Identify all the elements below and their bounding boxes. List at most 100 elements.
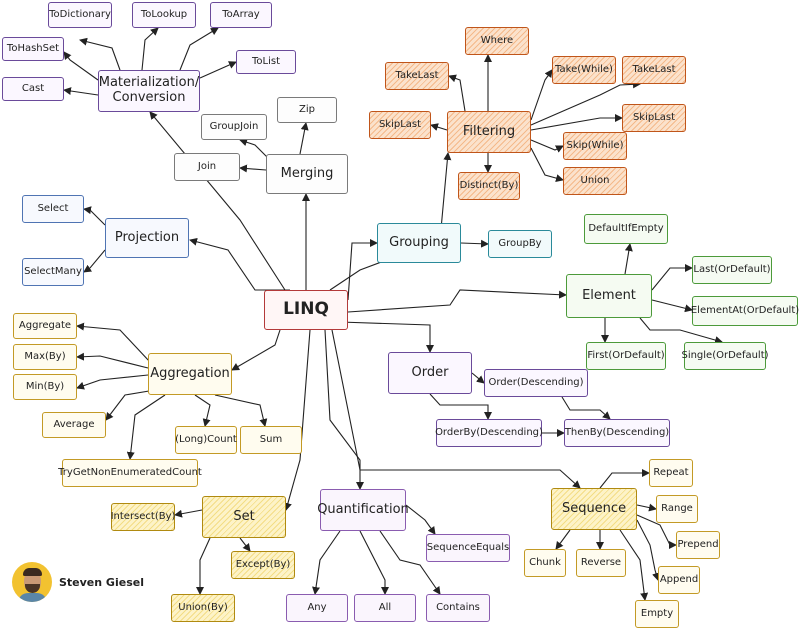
avatar [12, 562, 52, 602]
node-quantification: Quantification [317, 489, 409, 531]
node-order-descending: Order(Descending) [484, 369, 588, 397]
edge-element-elementat [651, 299, 693, 313]
node-projection: Projection [105, 218, 189, 258]
node-order-by-descending: OrderBy(Descending) [435, 419, 543, 447]
node-reverse: Reverse [576, 549, 626, 577]
node-filtering: Filtering [447, 111, 531, 153]
edge-agg-trygetcount [126, 394, 166, 460]
edge-linq-aggregation [231, 329, 281, 371]
node-element: Element [566, 274, 652, 318]
node-sequence: Sequence [551, 488, 637, 530]
edge-quant-all [359, 530, 389, 595]
node-merging: Merging [266, 154, 348, 194]
edge-element-last [651, 264, 693, 291]
node-group-by: GroupBy [488, 230, 552, 258]
node-first: First(OrDefault) [586, 342, 666, 370]
edge-seq-append [636, 519, 660, 581]
edge-set-union [196, 537, 211, 595]
node-any: Any [286, 594, 348, 622]
node-to-dictionary: ToDictionary [48, 2, 112, 28]
node-range: Range [656, 495, 698, 523]
node-distinct: Distinct(By) [458, 172, 520, 200]
node-skip-last-2: SkipLast [622, 104, 686, 132]
node-cast: Cast [2, 77, 64, 101]
edge-agg-aggregate [76, 322, 151, 363]
node-select-many: SelectMany [22, 258, 84, 286]
edge-quant-sequenceequals [405, 504, 436, 535]
node-long-count: (Long)Count [175, 426, 237, 454]
author-name: Steven Giesel [59, 575, 144, 589]
edge-agg-max [76, 352, 149, 369]
edge-agg-average [105, 389, 156, 421]
node-append: Append [658, 566, 700, 594]
edge-element-defaultifempty [624, 243, 633, 275]
edge-linq-order [339, 321, 434, 353]
edge-linq-materialization [149, 111, 286, 291]
node-element-at: ElementAt(OrDefault) [691, 296, 799, 326]
edge-mat-tolookup [141, 27, 159, 71]
edge-seq-repeat [599, 469, 650, 489]
node-intersect: Intersect(By) [111, 503, 175, 531]
node-to-array: ToArray [210, 2, 272, 28]
edge-linq-set [284, 329, 311, 511]
edge-merging-groupjoin [239, 138, 271, 161]
node-to-hashset: ToHashSet [2, 37, 64, 61]
node-group-join: GroupJoin [201, 114, 267, 140]
edge-agg-longcount [194, 394, 211, 427]
edge-linq-quantification [324, 329, 364, 490]
node-single: Single(OrDefault) [681, 342, 769, 370]
edge-linq-projection [189, 237, 290, 291]
node-zip: Zip [277, 97, 337, 123]
node-join: Join [174, 153, 240, 181]
node-to-lookup: ToLookup [132, 2, 196, 28]
node-average: Average [42, 412, 106, 438]
node-union-filtering: Union [563, 167, 627, 195]
edge-merging-zip [299, 122, 309, 155]
node-then-by-descending: ThenBy(Descending) [564, 419, 670, 447]
node-materialization: Materialization/ Conversion [98, 70, 200, 112]
node-order: Order [388, 352, 472, 394]
author-badge: Steven Giesel [12, 562, 144, 602]
edge-projection-selectmany [83, 249, 106, 273]
edge-quant-contains [379, 530, 441, 595]
edge-filtering-skiplast1 [430, 123, 448, 131]
edge-element-single [639, 317, 723, 344]
edge-seq-range [636, 503, 657, 512]
node-union-set: Union(By) [171, 594, 235, 622]
node-set: Set [202, 496, 286, 538]
node-take-last-2: TakeLast [622, 56, 686, 84]
edge-linq-element [347, 289, 567, 313]
edge-agg-sum [214, 394, 268, 427]
edge-projection-select [83, 206, 106, 226]
edge-mat-tohashset [63, 51, 99, 81]
node-chunk: Chunk [524, 549, 566, 577]
edge-filtering-union [530, 147, 564, 182]
edge-mat-todictionary [79, 37, 121, 71]
edge-mat-toarray [179, 27, 219, 71]
node-last: Last(OrDefault) [692, 256, 772, 284]
edge-filtering-takelast2 [530, 80, 641, 126]
node-grouping: Grouping [377, 223, 461, 263]
edge-seq-chunk [555, 529, 571, 550]
edge-filtering-takewhile [530, 69, 553, 121]
node-skip-last-1: SkipLast [369, 111, 431, 139]
edge-agg-min [76, 374, 149, 390]
node-where: Where [465, 27, 529, 55]
node-all: All [354, 594, 416, 622]
node-except: Except(By) [231, 551, 295, 579]
edge-grouping-groupby [460, 239, 489, 248]
node-aggregate: Aggregate [13, 313, 77, 339]
edge-quant-any [312, 530, 341, 595]
node-default-if-empty: DefaultIfEmpty [584, 214, 668, 244]
edge-linq-grouping [347, 239, 378, 301]
node-linq: LINQ [264, 290, 348, 330]
edge-set-intersect [174, 509, 203, 518]
node-take-last-1: TakeLast [385, 62, 449, 90]
edge-filtering-skipwhile [530, 139, 564, 153]
node-sequence-equals: SequenceEquals [426, 534, 510, 562]
edge-order-thenbydesc [561, 396, 611, 420]
node-min: Min(By) [13, 374, 77, 400]
node-take-while: Take(While) [552, 56, 616, 84]
